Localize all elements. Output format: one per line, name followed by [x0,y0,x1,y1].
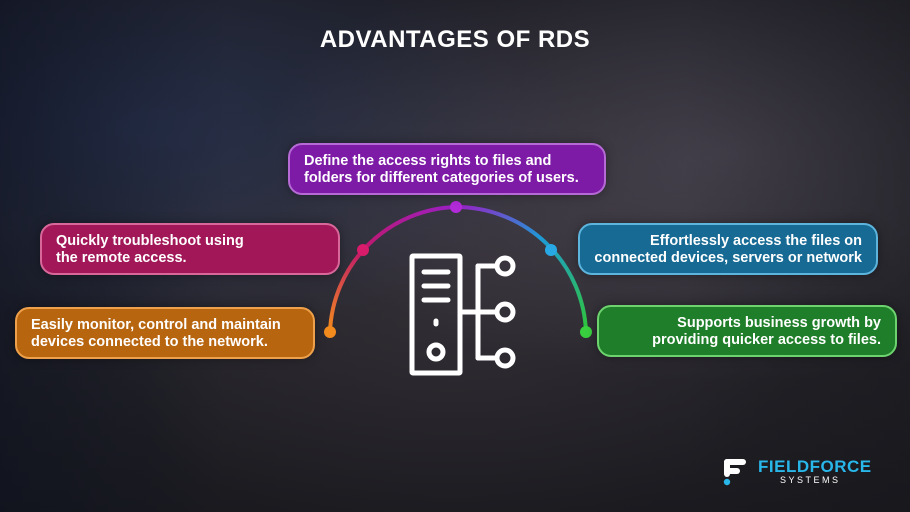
node-purple [450,201,462,213]
node-blue [545,244,557,256]
server-network-icon [409,253,516,376]
node-orange [324,326,336,338]
node-green [580,326,592,338]
node-magenta [357,244,369,256]
advantage-card-access-rights: Define the access rights to files and fo… [288,143,606,195]
advantage-text-line: folders for different categories of user… [304,170,579,186]
advantage-card-troubleshoot: Quickly troubleshoot using the remote ac… [40,223,340,275]
advantage-text-line: the remote access. [56,250,187,266]
advantage-text-line: Easily monitor, control and maintain [31,317,281,333]
advantage-text-line: providing quicker access to files. [652,332,881,348]
advantage-text-line: Quickly troubleshoot using [56,233,244,249]
advantage-text-line: Supports business growth by [677,315,881,331]
page-title: ADVANTAGES OF RDS [319,26,591,53]
connector-arc-right [455,205,588,333]
connector-arc-left [328,205,457,333]
advantage-card-business-growth: Supports business growth by providing qu… [597,305,897,357]
advantage-text-line: devices connected to the network. [31,334,268,350]
logo-name: FIELDFORCE [758,457,872,476]
advantage-text-line: Define the access rights to files and [304,153,552,169]
logo-subtitle: SYSTEMS [780,475,841,485]
advantage-text-line: connected devices, servers or network [594,250,862,266]
advantage-card-monitor: Easily monitor, control and maintain dev… [15,307,315,359]
advantage-text-line: Effortlessly access the files on [650,233,862,249]
logo-mark-icon [723,459,746,486]
fieldforce-logo: FIELDFORCE SYSTEMS [722,455,872,491]
advantage-card-file-access: Effortlessly access the files on connect… [578,223,878,275]
